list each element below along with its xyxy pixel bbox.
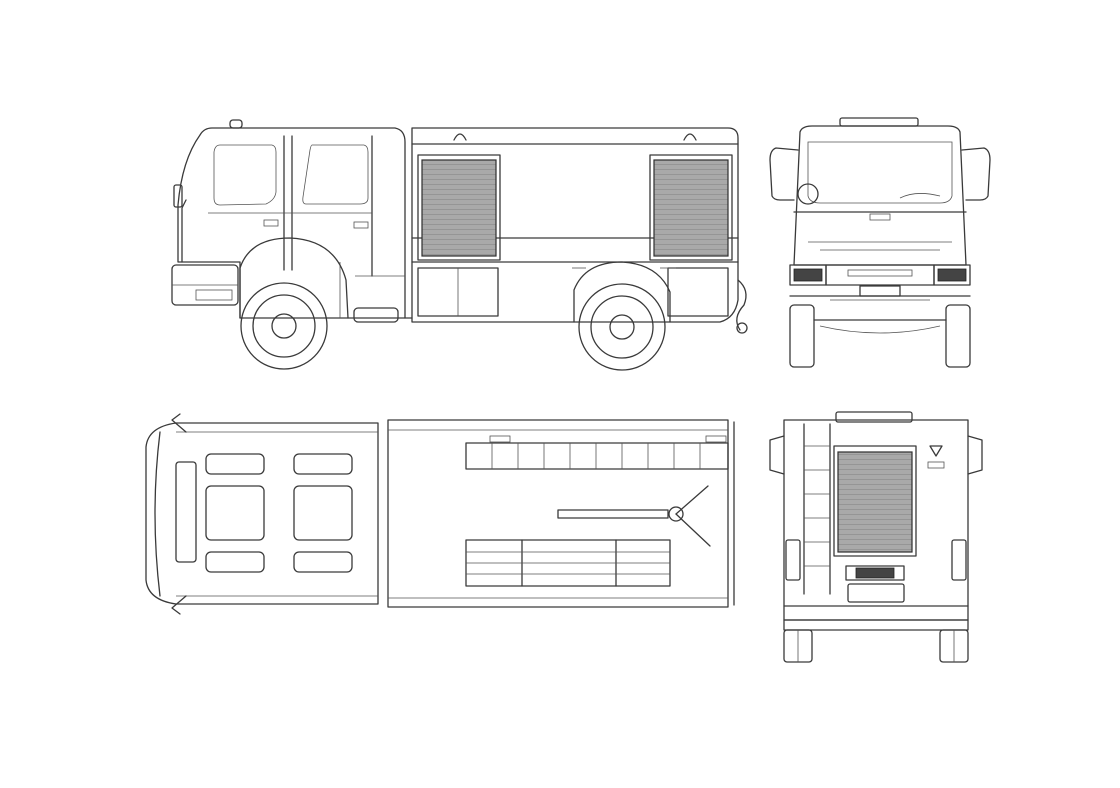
front-right-lamp [937, 268, 967, 282]
side-view [171, 119, 748, 371]
side-body [404, 127, 748, 371]
rear-shutter [837, 451, 913, 553]
side-cab [171, 119, 406, 323]
top-view [145, 413, 735, 615]
side-front-wheel [239, 237, 349, 370]
top-ladder [465, 442, 729, 470]
front-view [769, 117, 991, 368]
side-front-shutter [421, 159, 497, 257]
rear-view [769, 411, 983, 663]
rear-plate-lamp [855, 567, 895, 579]
front-left-lamp [793, 268, 823, 282]
side-rear-shutter [653, 159, 729, 257]
